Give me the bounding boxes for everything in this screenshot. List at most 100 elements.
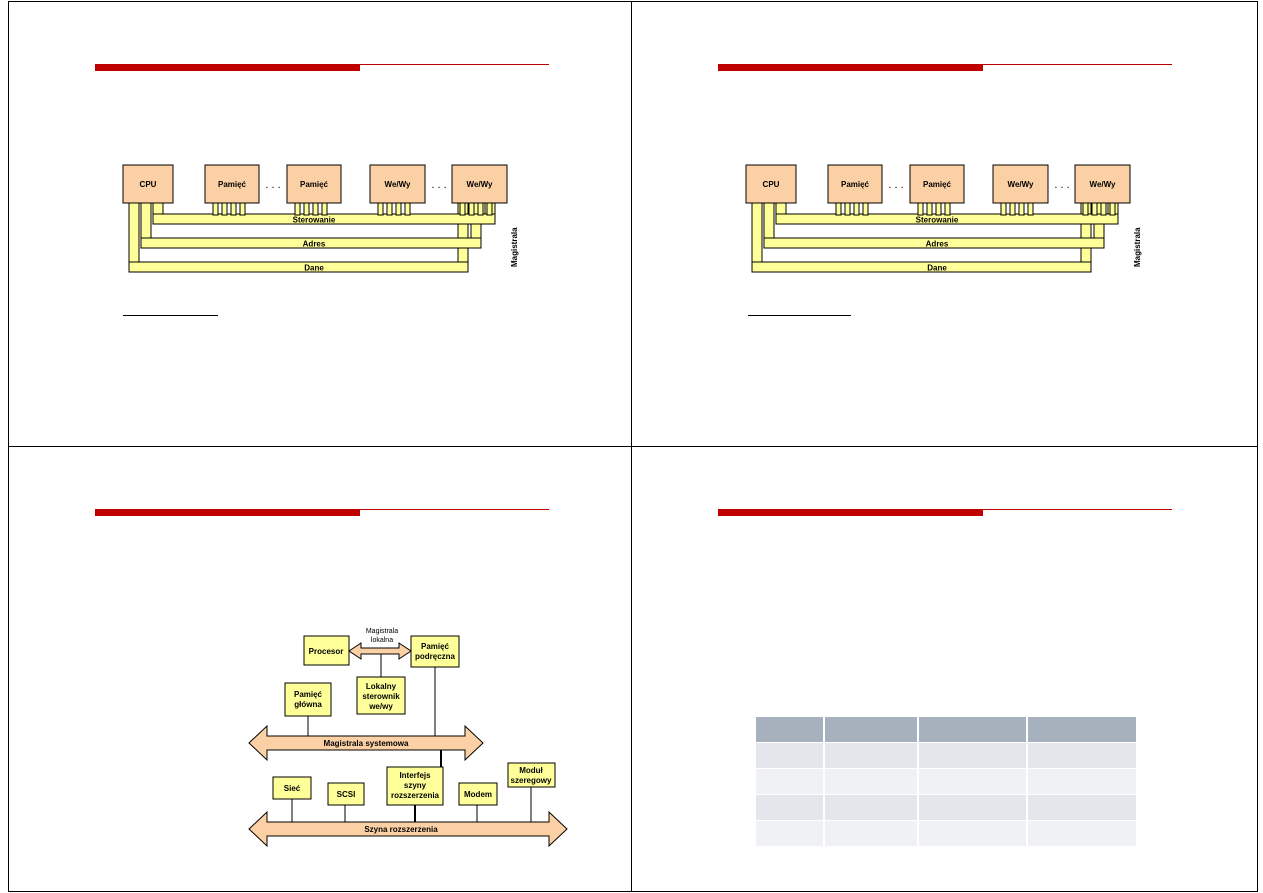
component-label: Pamięć — [923, 180, 952, 189]
pin — [1027, 202, 1034, 216]
component-box — [992, 164, 1049, 204]
data-table — [756, 717, 1138, 847]
pin — [1109, 202, 1116, 216]
component-box — [451, 164, 508, 204]
component-box — [369, 164, 426, 204]
component-label: We/Wy — [1090, 180, 1116, 189]
slide-1: Dane Adres Sterowanie CPU Pamięć Pamięć We/Wy W… — [8, 1, 632, 447]
component-label: We/Wy — [467, 180, 493, 189]
component-box — [909, 164, 965, 204]
bus-dane-label: Dane — [304, 264, 324, 273]
text-underline — [748, 315, 851, 316]
bus-adres-label: Adres — [303, 240, 326, 249]
title-accent-bar — [95, 509, 549, 517]
pin — [944, 202, 951, 216]
pin — [386, 202, 393, 216]
scsi-box — [327, 782, 365, 806]
pin — [239, 202, 246, 216]
pin — [1082, 202, 1089, 216]
main-memory-label-1: Pamięć — [294, 690, 323, 699]
title-accent-bar — [718, 64, 1172, 72]
cache-label-2: podręczna — [415, 652, 456, 661]
bus-diagram: Dane Adres Sterowanie CPU Pamięć Pamięć We/Wy W… — [122, 164, 519, 273]
component-box — [286, 164, 342, 204]
text-underline — [123, 315, 218, 316]
component-label: Pamięć — [300, 180, 329, 189]
pin — [459, 202, 466, 216]
cache-label-1: Pamięć — [421, 642, 450, 651]
local-bus-label-2: lokalna — [371, 637, 393, 644]
pin — [926, 202, 933, 216]
component-box — [204, 164, 260, 204]
interface-label-1: Interfejs — [399, 771, 431, 780]
pin — [1100, 202, 1107, 216]
pin — [477, 202, 484, 216]
system-bus-label: Magistrala systemowa — [324, 739, 409, 748]
magistrala-label: Magistrala — [1133, 227, 1142, 267]
slide-3: Magistrala lokalna Procesor Pamięć podrę… — [8, 446, 632, 892]
system-bus-diagram: Magistrala lokalna Procesor Pamięć podrę… — [248, 628, 568, 848]
table-row — [756, 742, 1138, 769]
table-header-row — [756, 717, 1138, 743]
pin — [1000, 202, 1007, 216]
pin — [377, 202, 384, 216]
network-label: Sieć — [284, 784, 301, 793]
local-bus-label-1: Magistrala — [366, 628, 398, 635]
cache-box — [410, 635, 460, 668]
pin — [1091, 202, 1098, 216]
scsi-label: SCSI — [337, 790, 356, 799]
pin — [853, 202, 860, 216]
serial-module-label-1: Moduł — [519, 766, 543, 775]
slide-2: Dane Adres Sterowanie CPU Pamięć Pamięć We/Wy W… — [631, 1, 1258, 447]
pin — [230, 202, 237, 216]
pin — [935, 202, 942, 216]
local-io-label-2: sterownik — [362, 692, 400, 701]
title-accent-bar — [718, 509, 1172, 517]
component-label: Pamięć — [218, 180, 247, 189]
serial-module-label-2: szeregowy — [511, 776, 552, 785]
pin — [486, 202, 493, 216]
table-row — [756, 794, 1138, 821]
main-memory-box — [284, 682, 332, 717]
magistrala-label: Magistrala — [510, 227, 519, 267]
serial-module-box — [507, 762, 556, 788]
component-label: CPU — [763, 180, 780, 189]
pin — [294, 202, 301, 216]
bus-sterowanie-label: Sterowanie — [293, 216, 336, 225]
bus-sterowanie-label: Sterowanie — [916, 216, 959, 225]
ellipsis: . . . — [888, 179, 903, 191]
pin — [1018, 202, 1025, 216]
expansion-bus-label: Szyna rozszerzenia — [364, 825, 438, 834]
component-label: Pamięć — [841, 180, 870, 189]
expansion-interface-box — [386, 766, 444, 806]
pin — [221, 202, 228, 216]
component-label: CPU — [140, 180, 157, 189]
modem-box — [458, 782, 498, 806]
pin — [917, 202, 924, 216]
network-box — [272, 776, 312, 800]
component-label: We/Wy — [385, 180, 411, 189]
expansion-bus-arrow — [248, 810, 568, 848]
system-bus-arrow — [248, 724, 484, 762]
slide-4 — [631, 446, 1258, 892]
bus-dane — [128, 261, 469, 273]
interface-label-2: szyny — [404, 781, 427, 790]
processor-box — [303, 635, 350, 666]
component-box — [1074, 164, 1131, 204]
ellipsis: . . . — [265, 179, 280, 191]
pin — [312, 202, 319, 216]
pin — [844, 202, 851, 216]
pin — [395, 202, 402, 216]
interface-label-3: rozszerzenia — [391, 791, 440, 800]
local-io-label-3: we/wy — [368, 702, 393, 711]
bus-adres-label: Adres — [926, 240, 949, 249]
component-label: We/Wy — [1008, 180, 1034, 189]
ellipsis: . . . — [431, 179, 446, 191]
bus-adres — [763, 237, 1105, 249]
pin — [468, 202, 475, 216]
pin — [862, 202, 869, 216]
component-box — [827, 164, 883, 204]
title-accent-bar — [95, 64, 549, 72]
bus-dane-label: Dane — [927, 264, 947, 273]
